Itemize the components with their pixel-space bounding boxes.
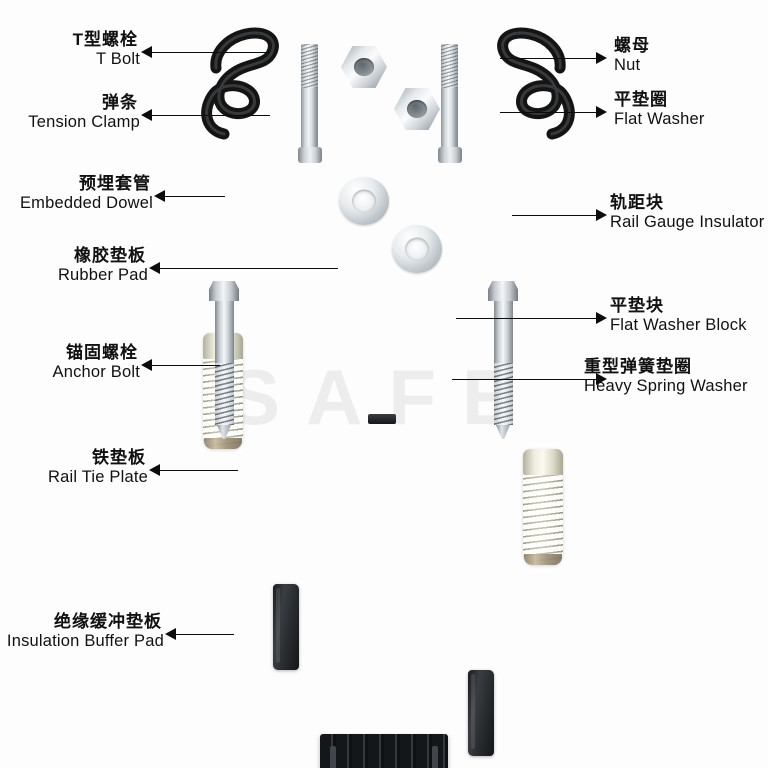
leader-nut (500, 58, 596, 59)
watermark: SAFE (227, 353, 541, 441)
label-insulation-buffer-pad-en: Insulation Buffer Pad (6, 632, 164, 651)
label-heavy-spring-washer-cn: 重型弹簧垫圈 (584, 357, 692, 376)
t-bolt-right (438, 44, 462, 163)
label-rail-gauge-insulator-cn: 轨距块 (610, 193, 664, 212)
label-flat-washer-block-cn: 平垫块 (610, 296, 664, 315)
rubber-pad (320, 734, 448, 768)
label-nut-cn: 螺母 (614, 36, 650, 55)
label-embedded-dowel-en: Embedded Dowel (19, 194, 153, 213)
leader-insulation-buffer-pad (176, 634, 234, 635)
hex-nut-right (394, 88, 440, 130)
anchor-bolt-right (488, 281, 518, 439)
leader-anchor-bolt (152, 365, 220, 366)
rail-gauge-insulator-left (273, 584, 299, 670)
label-rubber-pad-en: Rubber Pad (57, 266, 148, 285)
label-rubber-pad: 橡胶垫板 Rubber Pad (58, 246, 148, 286)
hex-nut-left (341, 46, 387, 88)
label-nut-en: Nut (614, 56, 641, 75)
label-embedded-dowel: 预埋套管 Embedded Dowel (20, 174, 153, 214)
label-tension-clamp-cn: 弹条 (102, 93, 138, 112)
label-anchor-bolt-cn: 锚固螺栓 (66, 343, 138, 362)
label-flat-washer-block: 平垫块 Flat Washer Block (610, 296, 747, 336)
flat-washer-left (339, 177, 389, 225)
arrow-rubber-pad (149, 262, 160, 274)
label-t-bolt-en: T Bolt (96, 50, 140, 69)
label-heavy-spring-washer-en: Heavy Spring Washer (584, 377, 748, 396)
leader-rail-gauge-insulator (512, 215, 596, 216)
arrow-heavy-spring-washer (596, 373, 607, 385)
arrow-tension-clamp (141, 109, 152, 121)
label-flat-washer-cn: 平垫圈 (614, 90, 668, 109)
arrow-rail-tie-plate (149, 464, 160, 476)
label-rail-gauge-insulator: 轨距块 Rail Gauge Insulator (610, 193, 764, 233)
label-flat-washer: 平垫圈 Flat Washer (614, 90, 705, 130)
leader-flat-washer-block (456, 318, 596, 319)
label-rail-tie-plate: 铁垫板 Rail Tie Plate (48, 448, 148, 488)
arrow-anchor-bolt (141, 359, 152, 371)
small-clip (368, 414, 396, 424)
label-anchor-bolt: 锚固螺栓 Anchor Bolt (53, 343, 141, 383)
leader-t-bolt (152, 52, 270, 53)
arrow-rail-gauge-insulator (596, 209, 607, 221)
label-insulation-buffer-pad: 绝缘缓冲垫板 Insulation Buffer Pad (7, 612, 164, 652)
leader-tension-clamp (152, 115, 270, 116)
arrow-t-bolt (141, 46, 152, 58)
label-embedded-dowel-cn: 预埋套管 (79, 174, 151, 193)
leader-flat-washer (500, 112, 596, 113)
t-bolt-left (298, 44, 322, 163)
label-flat-washer-en: Flat Washer (614, 110, 705, 129)
label-rail-tie-plate-en: Rail Tie Plate (47, 468, 148, 487)
label-nut: 螺母 Nut (614, 36, 650, 76)
rail-gauge-insulator-right (468, 670, 494, 756)
label-rail-tie-plate-cn: 铁垫板 (92, 448, 146, 467)
flat-washer-right (392, 225, 442, 273)
label-insulation-buffer-pad-cn: 绝缘缓冲垫板 (54, 612, 162, 631)
arrow-flat-washer (596, 106, 607, 118)
label-rubber-pad-cn: 橡胶垫板 (74, 246, 146, 265)
tension-clamp-left (196, 26, 308, 146)
label-rail-gauge-insulator-en: Rail Gauge Insulator (610, 213, 765, 232)
embedded-dowel-right (523, 449, 563, 565)
anchor-bolt-left (209, 281, 239, 439)
leader-rubber-pad (160, 268, 338, 269)
label-t-bolt-cn: T型螺栓 (72, 30, 138, 49)
tension-clamp-right (468, 26, 580, 146)
label-flat-washer-block-en: Flat Washer Block (610, 316, 747, 335)
label-tension-clamp-en: Tension Clamp (28, 113, 140, 132)
leader-rail-tie-plate (160, 470, 238, 471)
leader-heavy-spring-washer (452, 379, 596, 380)
label-tension-clamp: 弹条 Tension Clamp (28, 93, 140, 133)
arrow-insulation-buffer-pad (165, 628, 176, 640)
label-t-bolt: T型螺栓 T Bolt (73, 30, 140, 70)
arrow-nut (596, 52, 607, 64)
arrow-embedded-dowel (154, 190, 165, 202)
leader-embedded-dowel (165, 196, 225, 197)
label-anchor-bolt-en: Anchor Bolt (52, 363, 140, 382)
label-heavy-spring-washer: 重型弹簧垫圈 Heavy Spring Washer (584, 357, 748, 397)
arrow-flat-washer-block (596, 312, 607, 324)
